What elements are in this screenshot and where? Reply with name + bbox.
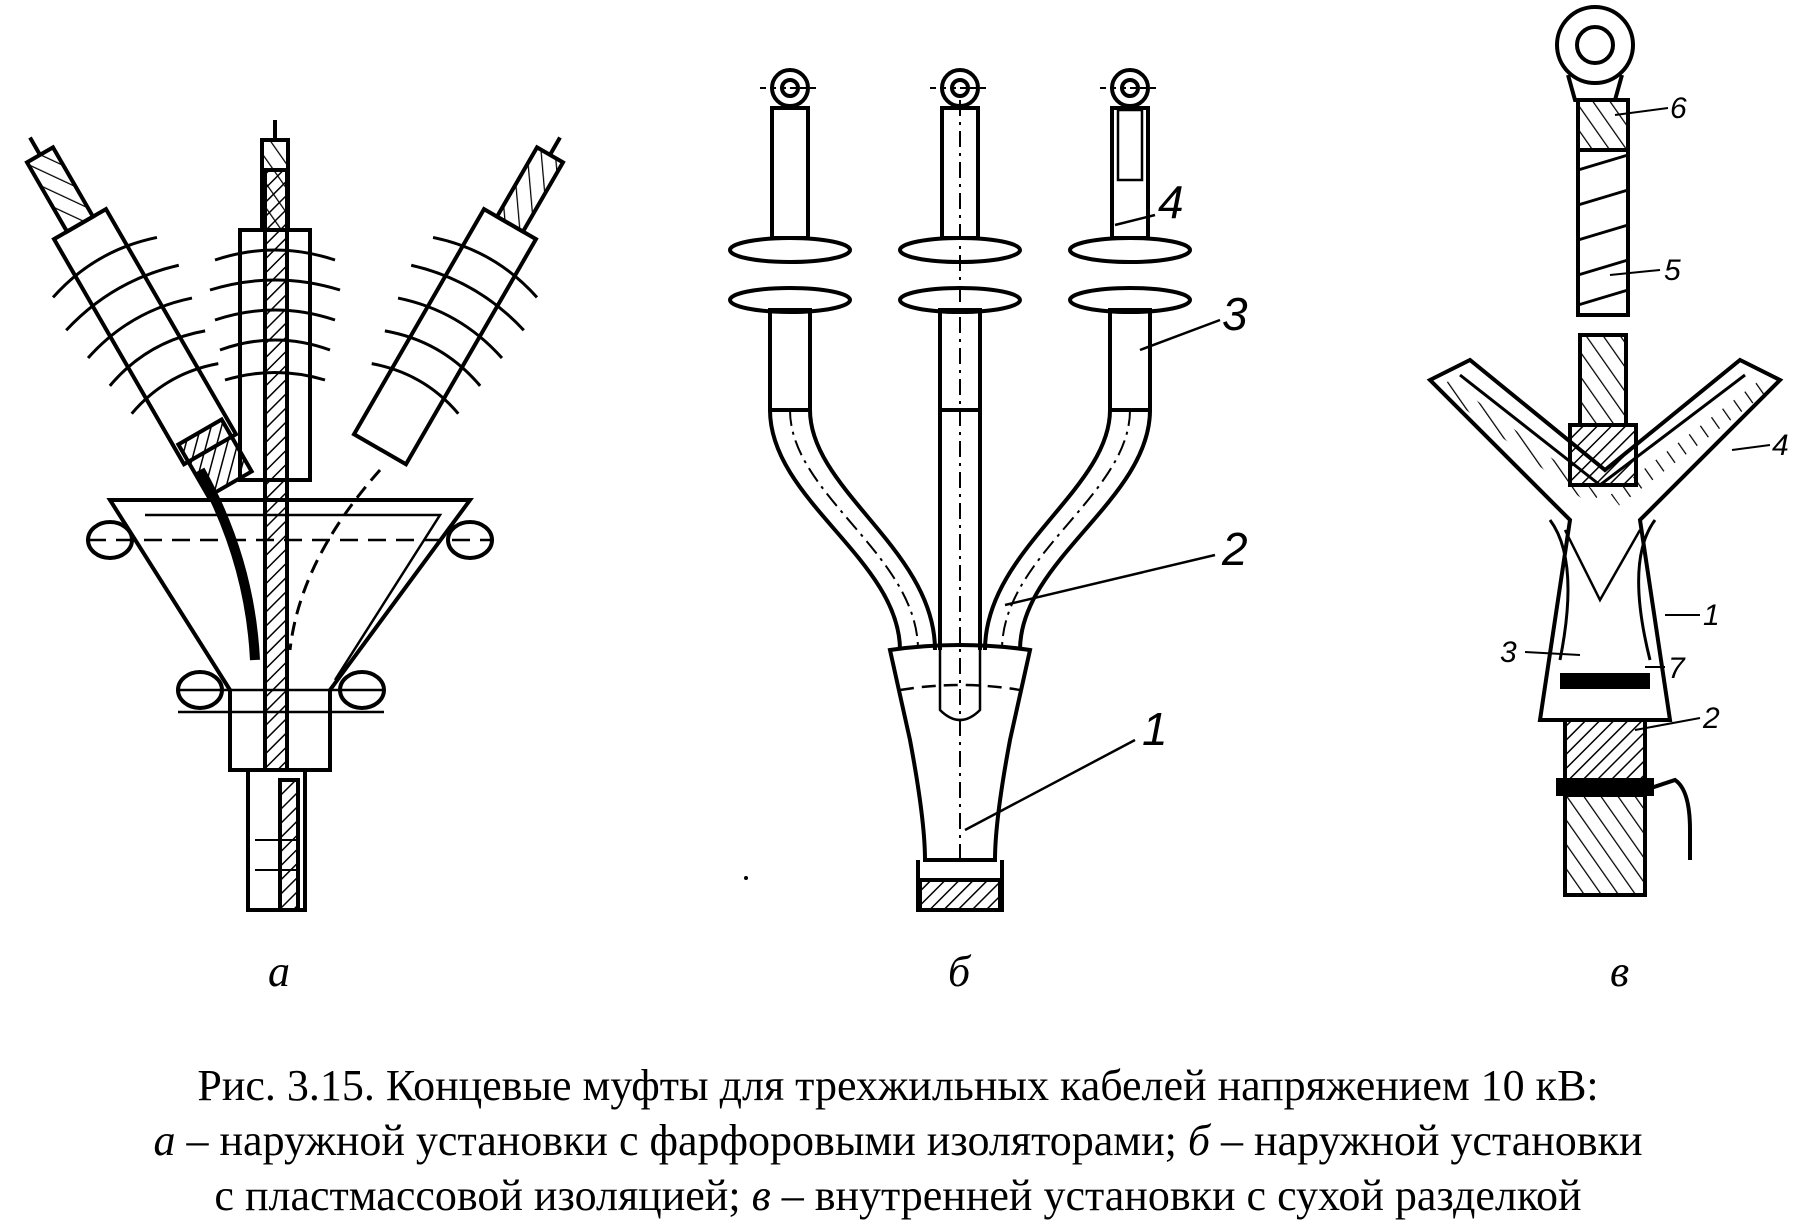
callout-b-1: 1 [1142, 703, 1168, 755]
callout-c-1: 1 [1703, 599, 1720, 632]
subfigure-label-a: а [268, 947, 290, 996]
figure-caption: Рис. 3.15. Концевые муфты для трехжильны… [0, 1058, 1796, 1223]
callout-c-7: 7 [1668, 652, 1686, 685]
callout-c-2: 2 [1702, 702, 1720, 735]
callout-c-6: 6 [1670, 92, 1687, 125]
caption-text-b: – наружной установки [1210, 1116, 1643, 1165]
callout-c-4: 4 [1772, 429, 1789, 462]
caption-text-a: – наружной установки с фарфоровыми изоля… [175, 1116, 1188, 1165]
termination-a-porcelain [24, 120, 566, 912]
subfigure-label-c: в [1610, 947, 1630, 996]
caption-letter-b: б [1187, 1116, 1211, 1165]
caption-line-1: Рис. 3.15. Концевые муфты для трехжильны… [197, 1061, 1599, 1110]
callout-c-3: 3 [1500, 636, 1517, 669]
caption-line-2: а – наружной установки с фарфоровыми изо… [0, 1113, 1796, 1168]
caption-text-c: – внутренней установки с сухой разделкой [770, 1171, 1582, 1220]
callout-b-2: 2 [1221, 523, 1248, 575]
termination-b-plastic [728, 68, 1221, 912]
callout-c-5: 5 [1664, 254, 1681, 287]
callout-b-3: 3 [1222, 288, 1248, 340]
termination-c-dry [1426, 5, 1784, 897]
callout-b-4: 4 [1158, 176, 1184, 228]
caption-letter-a: а [153, 1116, 176, 1165]
caption-letter-c: в [751, 1171, 771, 1220]
subfigure-label-b: б [948, 947, 971, 996]
caption-line3-start: с пластмассовой изоляцией; [214, 1171, 752, 1220]
caption-line-3: с пластмассовой изоляцией; в – внутренне… [0, 1168, 1796, 1223]
